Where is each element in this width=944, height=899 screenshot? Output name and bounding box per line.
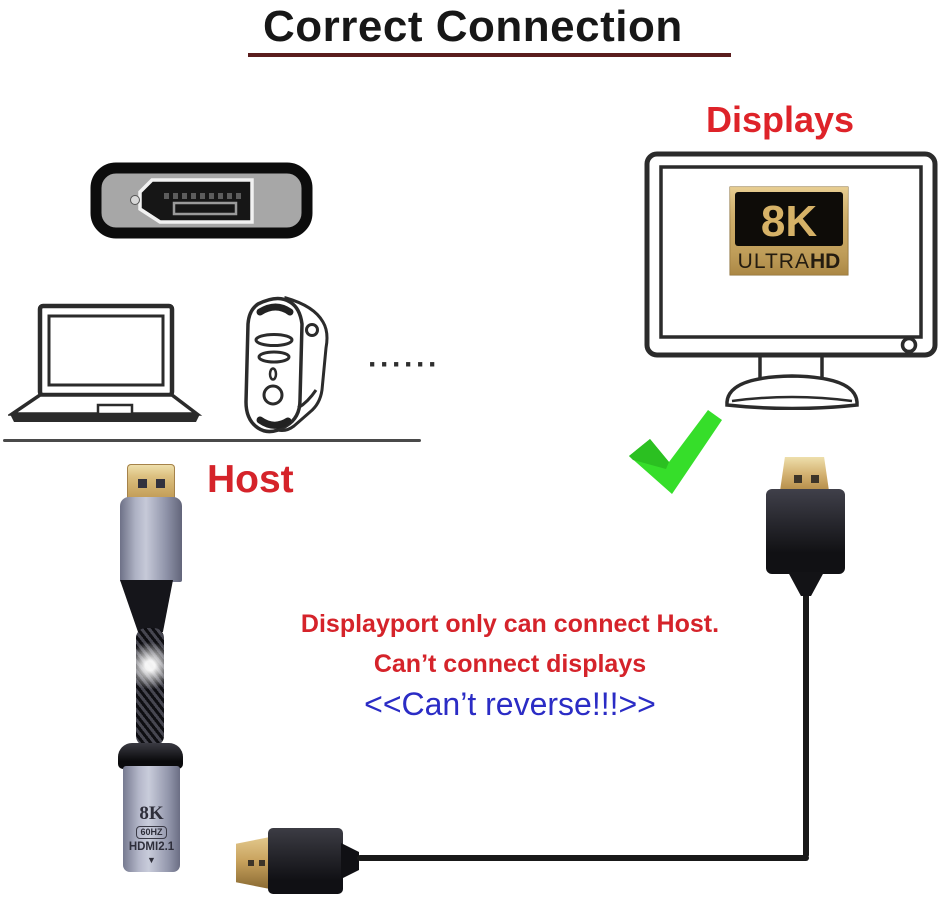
page-title: Correct Connection xyxy=(263,2,683,51)
adapter-60hz-marking: 60HZ xyxy=(136,826,167,840)
warning-line-2: Can’t connect displays xyxy=(373,650,647,678)
hdmi-plug-gold-tip-bottom xyxy=(236,837,270,889)
dp-latch-slot xyxy=(172,201,238,216)
tower-icon xyxy=(244,296,329,434)
badge-hd: HD xyxy=(810,250,840,273)
checkmark-icon xyxy=(629,410,722,494)
arrow-down-icon: ▼ xyxy=(147,855,156,866)
touchpad xyxy=(96,403,134,416)
host-label: Host xyxy=(207,458,294,501)
dp-plug-gold-tip xyxy=(127,464,175,499)
dp-socket xyxy=(138,178,254,224)
host-divider-line xyxy=(3,439,421,442)
hdmi-cable-horizontal xyxy=(357,855,809,861)
monitor-stand-base xyxy=(725,374,859,410)
displays-label: Displays xyxy=(706,99,855,140)
hdmi-plug-housing-top xyxy=(766,489,845,574)
ellipsis-icon: ······ xyxy=(368,348,440,381)
hdmi-plug-gold-tip-top xyxy=(780,457,829,491)
displayport-port-icon xyxy=(90,162,313,239)
hdmi-plug-strain-relief-bottom xyxy=(341,843,359,879)
svg-text:ULTRAHD: ULTRAHD xyxy=(738,250,841,273)
adapter-hdmi21-marking: HDMI2.1 xyxy=(128,841,175,854)
dp-plug-housing xyxy=(120,497,182,582)
monitor-icon: 8K ULTRAHD xyxy=(644,151,938,410)
dp-plug-strain-relief xyxy=(120,580,173,632)
adapter-8k-marking: 8K xyxy=(139,803,164,825)
uhd-badge: 8K ULTRAHD xyxy=(729,186,849,276)
hdmi-plug-housing-bottom xyxy=(268,828,343,894)
dp-pins xyxy=(164,193,241,199)
laptop-icon xyxy=(8,303,203,422)
adapter-strain-relief xyxy=(118,743,183,769)
power-button-icon xyxy=(900,336,918,354)
badge-8k: 8K xyxy=(761,197,817,246)
warning-line-3: <<Can’t reverse!!!>> xyxy=(364,686,656,722)
braided-cable xyxy=(136,628,164,746)
title-underline xyxy=(248,53,731,57)
warning-line-1: Displayport only can connect Host. xyxy=(300,610,720,638)
badge-ultra: ULTRA xyxy=(738,250,810,273)
hdmi-plug-strain-relief-top xyxy=(788,572,824,596)
hdmi-adapter-body: 8K 60HZ HDMI2.1 ▼ xyxy=(123,766,180,872)
hdmi-cable-vertical xyxy=(803,590,809,858)
